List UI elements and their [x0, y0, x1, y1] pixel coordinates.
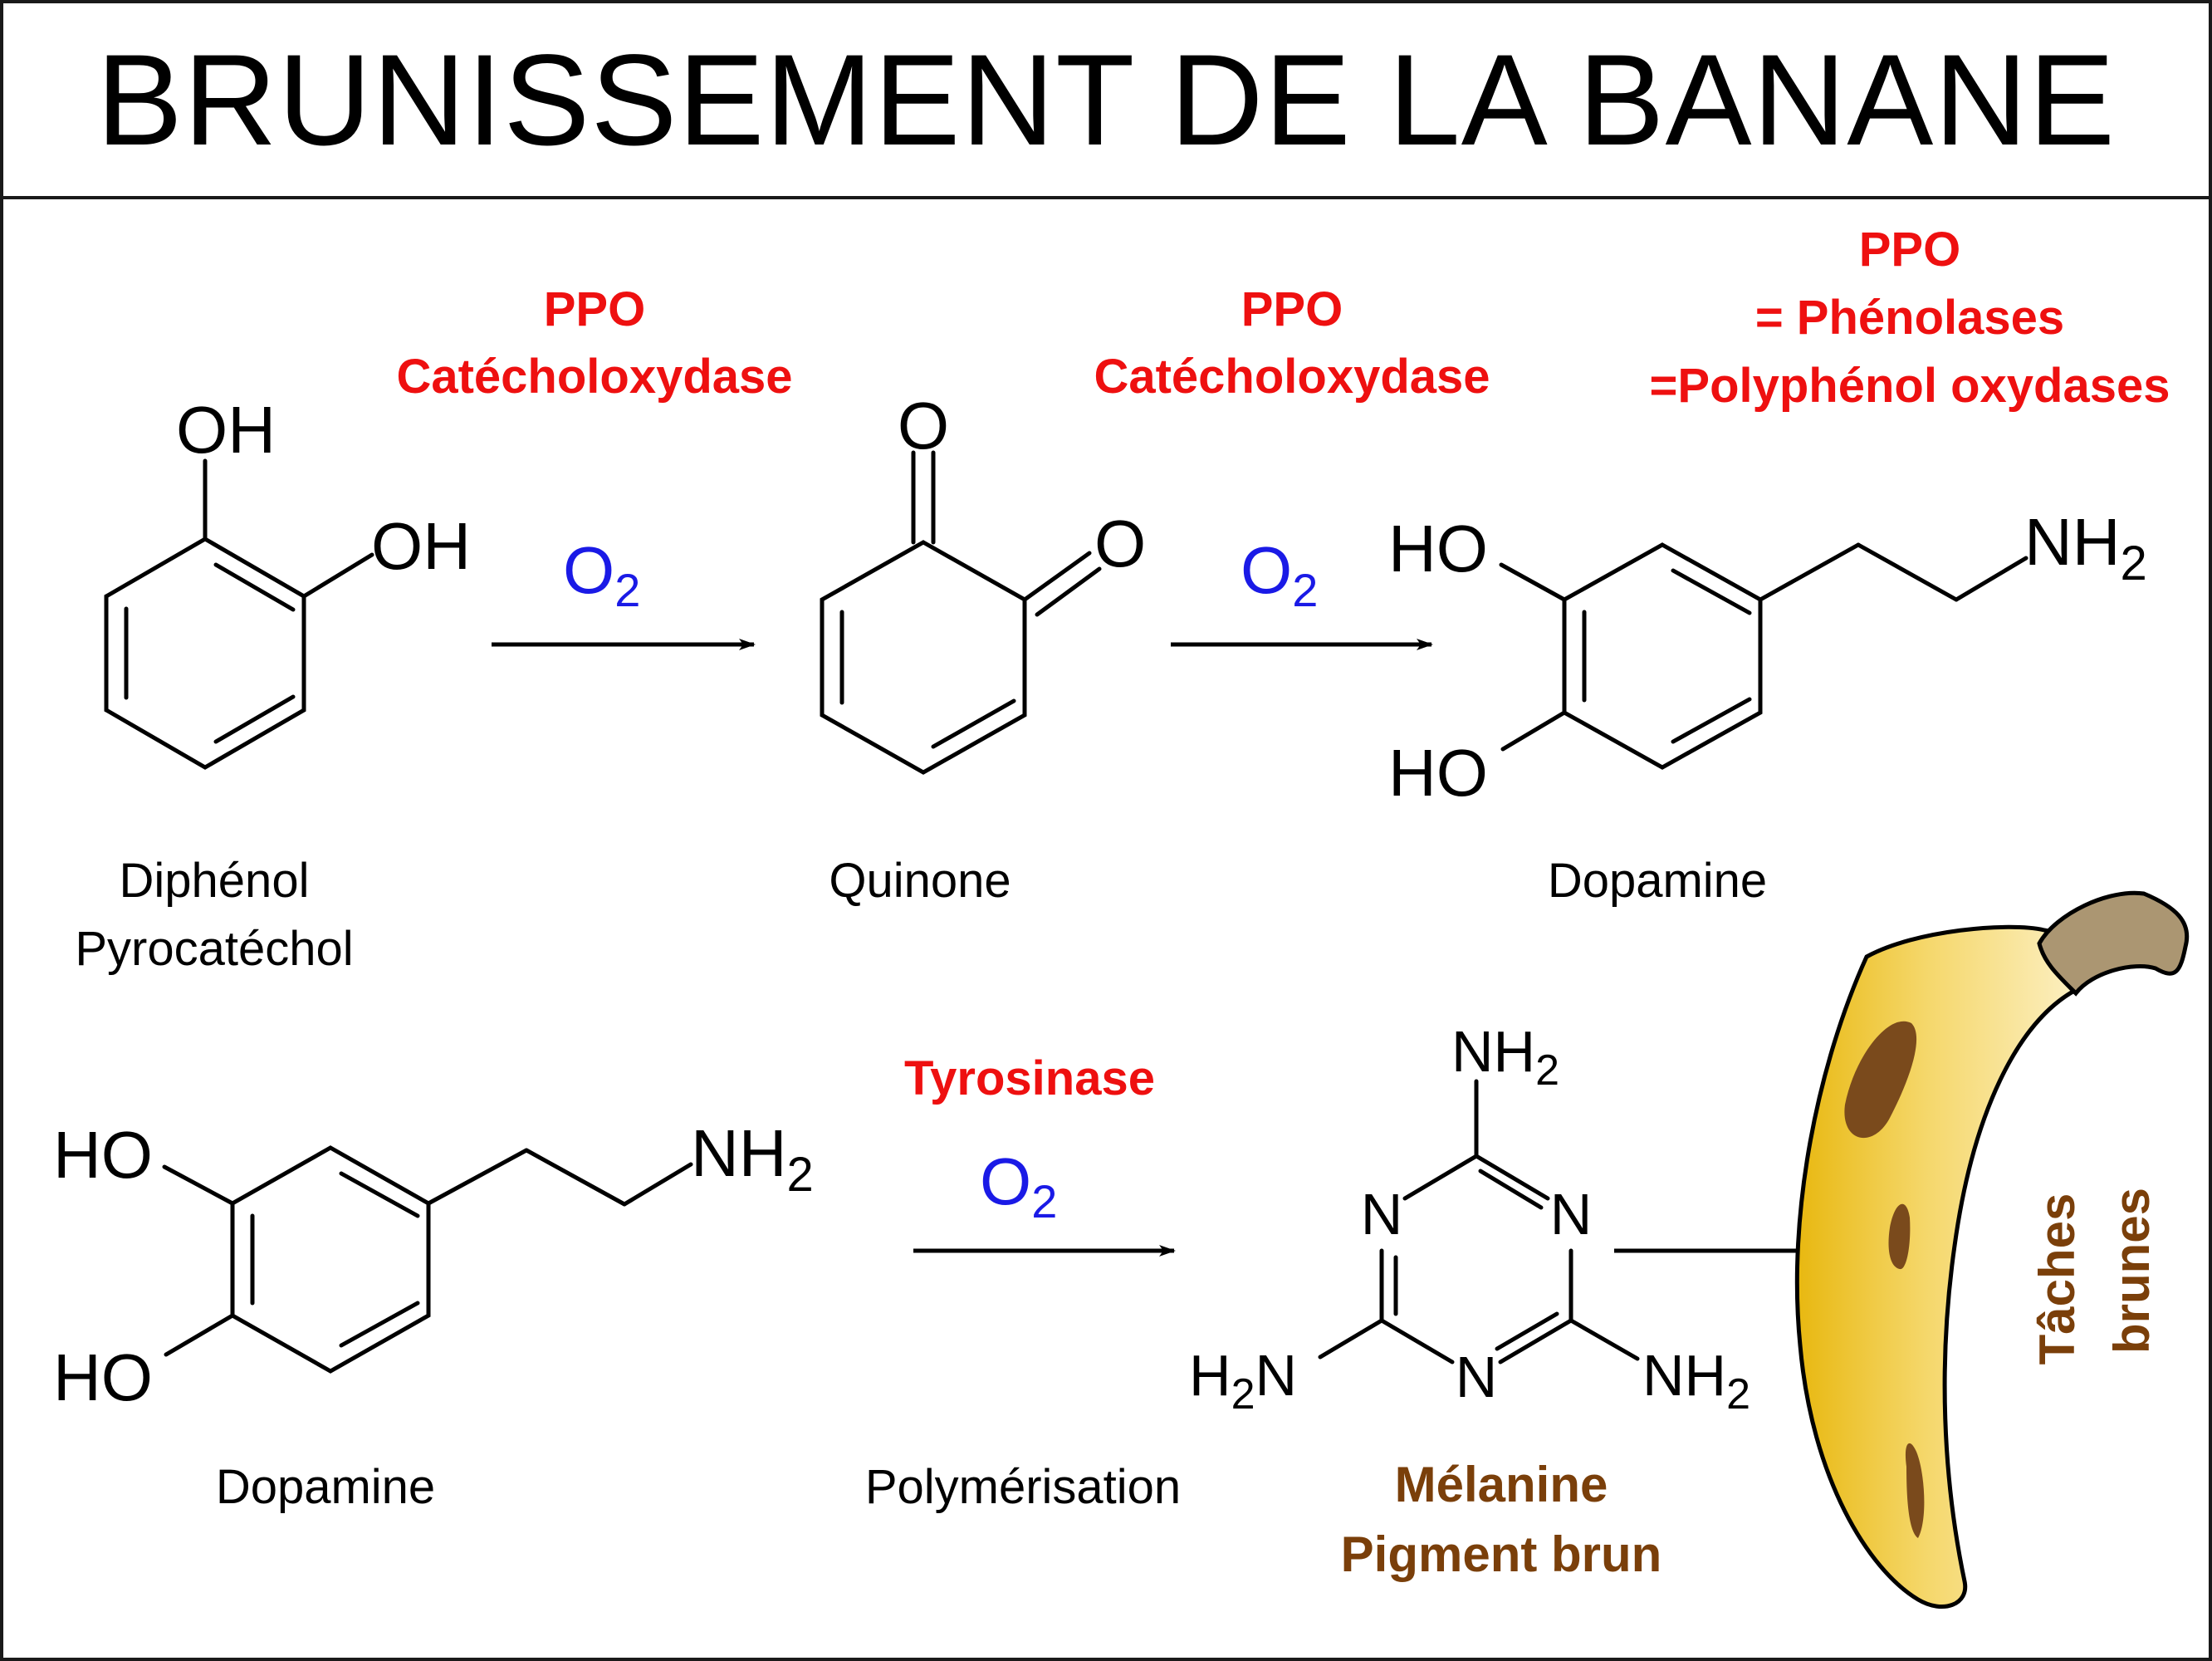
reaction2-o2: O2 [1241, 533, 1318, 616]
pyrocatechol-label: Pyrocatéchol [75, 922, 353, 976]
dopamine-bottom-nh2: NH2 [691, 1116, 814, 1202]
quinone-label: Quinone [829, 854, 1011, 908]
banana-stem [2037, 890, 2190, 997]
melanine-h2n-left: H2N [1189, 1343, 1297, 1418]
ppo-note-line3: =Polyphénol oxydases [1650, 359, 2170, 413]
banana-illustration [1794, 890, 2190, 1609]
melanine-label: Mélanine [1395, 1457, 1608, 1512]
quinone-o-right: O [1094, 507, 1146, 581]
dopamine-bottom-structure: HO HO NH2 [53, 1116, 814, 1414]
dopamine-bottom-label: Dopamine [216, 1460, 435, 1514]
dopamine-top-ho-upper: HO [1388, 512, 1488, 586]
reaction1-o2: O2 [563, 533, 640, 616]
dopamine-bottom-ho-upper: HO [53, 1118, 153, 1192]
quinone-structure: O O [820, 389, 1146, 775]
melanine-n-bottom: N [1456, 1345, 1498, 1409]
ppo-note-line2: = Phénolases [1755, 291, 2064, 345]
dopamine-top-structure: HO HO NH2 [1388, 505, 2147, 810]
banana-label-line2: brunes [2104, 1188, 2160, 1354]
pigment-brun-label: Pigment brun [1341, 1526, 1662, 1582]
dopamine-top-label: Dopamine [1548, 854, 1767, 908]
melanine-nh2-right: NH2 [1642, 1343, 1750, 1418]
banana-spot-top [1844, 1021, 1917, 1139]
diphenol-structure: OH OH [104, 393, 471, 770]
reaction2-enzyme-name: Catécholoxydase [1094, 350, 1490, 404]
melanine-n-right: N [1550, 1182, 1593, 1247]
reaction3-o2: O2 [980, 1144, 1057, 1227]
dopamine-top-ho-lower: HO [1388, 736, 1488, 810]
ppo-note-line1: PPO [1859, 223, 1961, 277]
banana-spot-bottom [1905, 1443, 1925, 1538]
title-bar: BRUNISSEMENT DE LA BANANE [0, 0, 2212, 199]
polymerisation-label: Polymérisation [865, 1460, 1181, 1514]
quinone-o-top: O [898, 389, 949, 463]
melanine-n-left: N [1361, 1182, 1403, 1247]
reaction1-enzyme-ppo: PPO [544, 282, 646, 336]
melanine-structure: N N N NH2 H2N NH2 [1189, 1019, 1750, 1418]
diphenol-label: Diphénol [120, 854, 310, 908]
reaction2-enzyme-ppo: PPO [1241, 282, 1343, 336]
reaction3-enzyme: Tyrosinase [904, 1051, 1155, 1105]
melanine-nh2-top: NH2 [1451, 1019, 1559, 1095]
banana-spot-middle [1888, 1203, 1911, 1270]
dopamine-bottom-ho-lower: HO [53, 1340, 153, 1414]
dopamine-top-nh2: NH2 [2024, 505, 2147, 590]
page-title: BRUNISSEMENT DE LA BANANE [95, 28, 2117, 173]
banana-label-line1: Tâches [2029, 1193, 2085, 1365]
reaction1-enzyme-name: Catécholoxydase [396, 350, 792, 404]
oh-label-right: OH [371, 509, 471, 583]
oh-label-top: OH [176, 393, 276, 467]
